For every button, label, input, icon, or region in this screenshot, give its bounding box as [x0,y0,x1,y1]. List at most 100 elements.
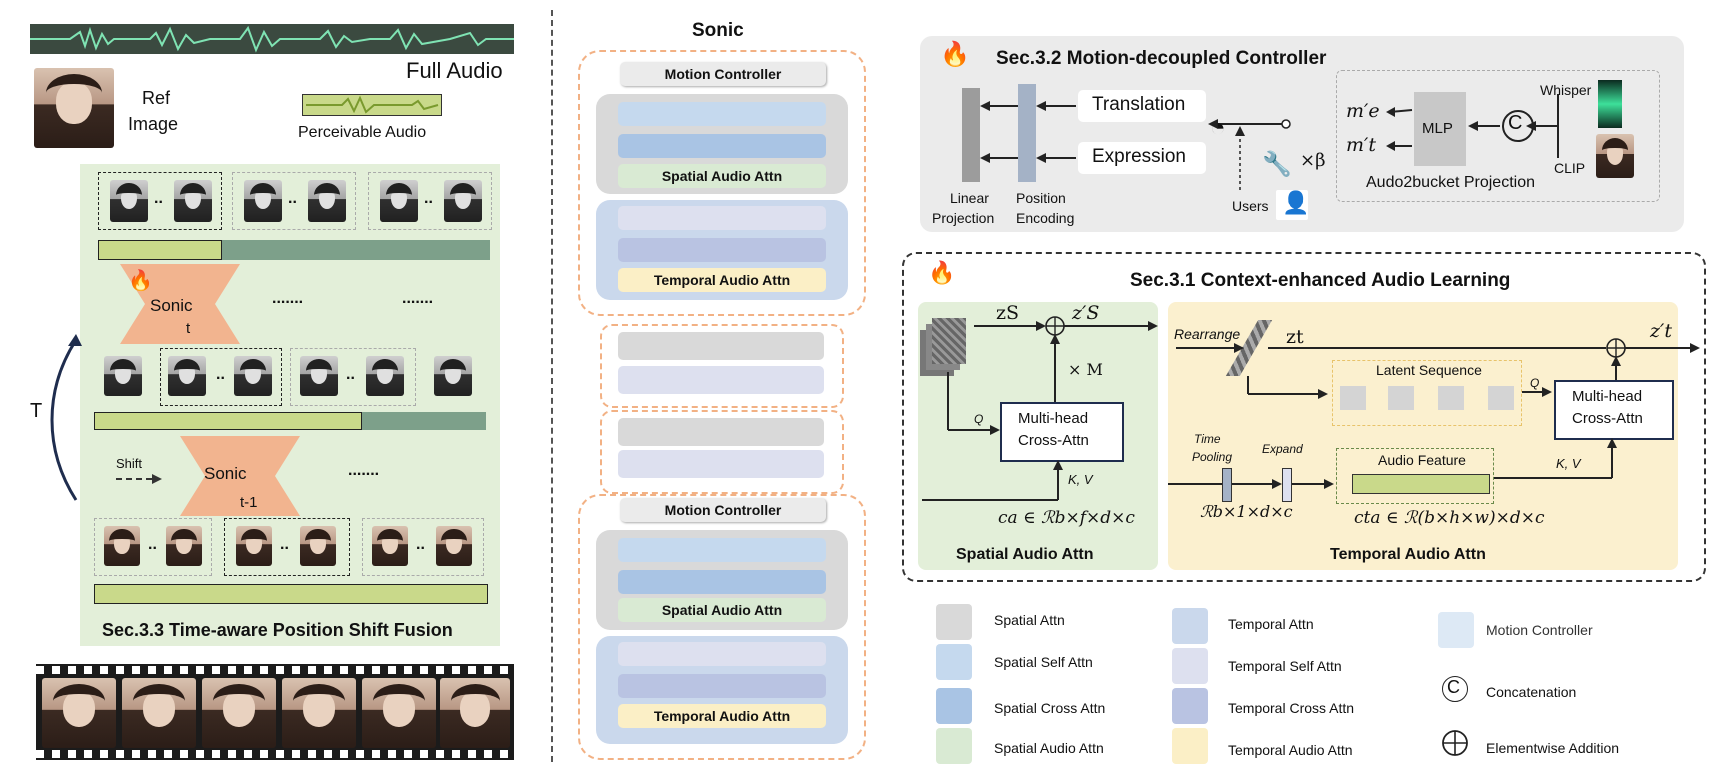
temporal-attn-block [618,366,824,394]
face-frame [166,526,202,566]
fusion-title: Sec.3.3 Time-aware Position Shift Fusion [102,620,453,640]
face-group-3a [94,518,212,576]
speedometer-icon: ◔ [1210,112,1226,142]
legend-label: Motion Controller [1486,622,1593,638]
audio2bucket-box [1336,70,1660,202]
sonic-block-group-2 [600,324,844,408]
position-encoding-bar [1018,84,1036,182]
time-pooling-2: Pooling [1192,450,1233,464]
flame-icon: 🔥 [128,270,153,292]
dots: .. [346,366,355,383]
noisy-group-1 [98,172,222,230]
times-m-label: × M [1068,360,1103,379]
noisy-face [444,180,482,222]
ca-label: ca ∈ ℛb×f×d×c [998,508,1135,528]
temporal-audio-attn-block [618,268,826,292]
legend-label: Concatenation [1486,684,1577,700]
sonic-block-group-3 [600,410,844,494]
time-pooling-1: Time [1194,432,1221,446]
concat-icon [1502,110,1534,142]
temporal-cross-attn-box [1554,380,1674,440]
face-frame [236,526,272,566]
film-frame [122,678,196,748]
noisy-group-3 [368,172,492,230]
spatial-audio-attn-label: Spatial Audio Attn [661,168,783,184]
projection-arrows [1386,94,1559,158]
users-label: Users [1232,198,1269,214]
latent-sequence-box [1332,360,1522,426]
whisper-label: Whisper [1540,82,1592,98]
ellipsis: ....... [272,290,304,307]
sonic-title: Sonic [692,20,744,41]
sonic-t-label: Sonic [150,296,193,315]
spatial-arrows [922,316,1158,501]
spatial-self-attn-block [618,538,826,562]
sonic-t1-block [180,436,300,516]
dots: .. [288,190,297,207]
legend-swatch [1172,648,1208,684]
ellipsis: ....... [402,290,434,307]
temporal-multihead-1: Multi-head [1572,388,1643,405]
dots: .. [280,536,289,553]
spatial-multihead-1: Multi-head [1018,410,1089,427]
film-frame [362,678,436,748]
face-frame [436,526,472,566]
motion-controller-block [620,498,826,522]
dots: .. [416,536,425,553]
zs-prime-label: z′S [1072,302,1100,324]
face-group-3b [224,518,350,576]
perceivable-audio-waveform [302,94,442,116]
film-perforation-top [36,666,514,674]
audio-feature-waveform [1352,474,1490,494]
flame-icon: 🔥 [928,260,956,285]
face-frame [104,526,140,566]
noisy-face [244,180,282,222]
latent-token [1388,386,1414,410]
noisy-face [308,180,346,222]
legend-label: Spatial Attn [994,612,1065,628]
legend-label: Temporal Self Attn [1228,658,1342,674]
noisy-face [174,180,212,222]
shift-label: Shift [116,456,143,471]
sonic-t-sub: t [186,320,191,337]
ellipsis: ....... [348,462,380,479]
legend-label: Elementwise Addition [1486,740,1620,756]
audio-learning-border [902,252,1706,582]
temporal-multihead-2: Cross-Attn [1572,410,1643,427]
face-frame [234,356,272,396]
ref-image [34,68,114,148]
dots: .. [216,366,225,383]
motion-controller-label: Motion Controller [664,66,782,82]
full-audio-waveform [30,24,514,54]
legend-label: Spatial Audio Attn [994,740,1104,756]
noisy-group-2 [232,172,356,230]
spatial-attn-block [618,418,824,446]
face-frame [434,356,472,396]
spatial-cross-attn-box [1000,402,1124,462]
latent-sequence-label: Latent Sequence [1376,362,1482,378]
perceivable-audio-label: Perceivable Audio [298,124,427,141]
noisy-face [110,180,148,222]
face-frame [300,526,336,566]
controller-title: Sec.3.2 Motion-decoupled Controller [996,48,1327,69]
translation-box [1078,90,1206,122]
temporal-self-attn-block [618,206,826,230]
projection-label: Audo2bucket Projection [1366,174,1535,191]
pooled-feature-bar [1222,468,1232,502]
clip-label: CLIP [1554,160,1586,176]
film-perforation-bottom [36,750,514,758]
mlp-label: MLP [1422,120,1453,137]
legend-swatch [1172,728,1208,764]
linear-projection-bar [962,88,980,182]
zt-label: zt [1286,326,1304,348]
m-e-label: m′e [1346,100,1380,122]
times-beta: ×β [1300,150,1326,171]
wrench-icon: 🔧 [1262,151,1292,178]
spatial-q-label: Q [974,412,984,426]
spatial-cross-attn-block [618,570,826,594]
legend-label: Temporal Cross Attn [1228,700,1355,716]
temporal-arrows [1168,338,1700,489]
temporal-audio-attn-block [618,704,826,728]
sonic-t-block [120,264,240,344]
legend-label: Temporal Attn [1228,616,1314,632]
